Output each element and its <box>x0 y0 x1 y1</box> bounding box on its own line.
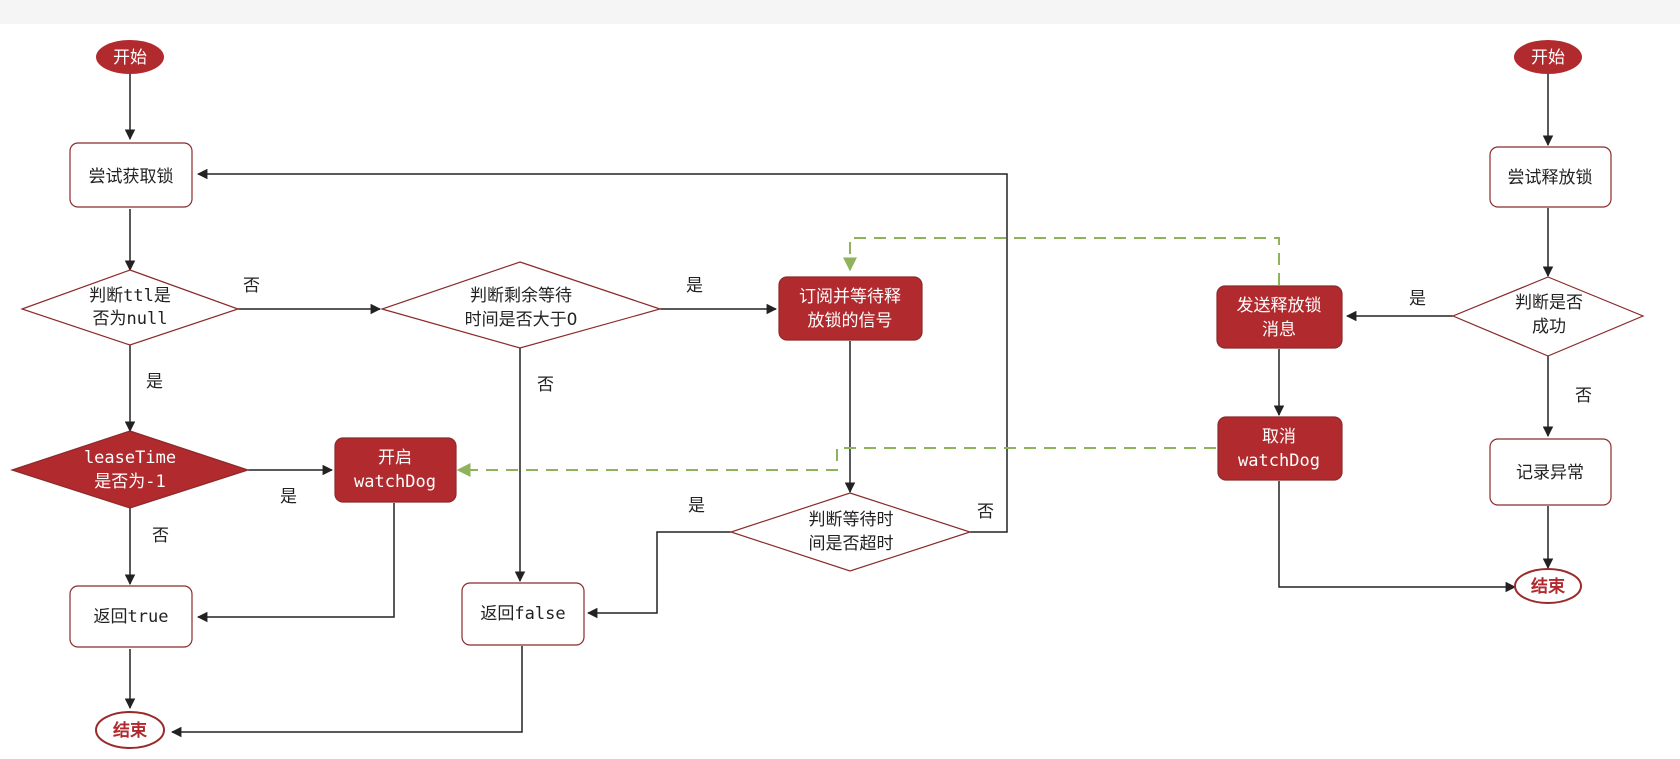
subscribe-line1: 订阅并等待释 <box>799 287 901 307</box>
send-release-line1: 发送释放锁 <box>1237 296 1322 316</box>
return-false-label: 返回false <box>480 604 565 624</box>
release-success-decision: 判断是否 成功 <box>1451 276 1645 357</box>
signal-release-to-subscribe <box>843 237 1280 285</box>
start-terminal-right: 开始 <box>1514 40 1582 74</box>
edge-label-success-no: 否 <box>1575 386 1592 406</box>
ttl-decision-line1: 判断ttl是 <box>89 286 171 306</box>
send-release-line2: 消息 <box>1262 320 1296 340</box>
start-label-right: 开始 <box>1531 48 1565 68</box>
return-false-box: 返回false <box>461 582 585 646</box>
success-decision-line1: 判断是否 <box>1515 293 1583 313</box>
remaining-decision-line2: 时间是否大于0 <box>465 310 578 330</box>
edge-r-cancel-to-end <box>1278 481 1517 593</box>
edge-label-timeout-yes: 是 <box>688 496 705 516</box>
lease-decision-line2: 是否为-1 <box>94 472 165 492</box>
cancel-watchdog-box: 取消 watchDog <box>1217 416 1343 481</box>
return-true-box: 返回true <box>69 585 193 648</box>
start-terminal-left: 开始 <box>96 40 164 74</box>
start-watchdog-line1: 开启 <box>378 448 412 468</box>
end-label-left: 结束 <box>113 720 147 741</box>
edge-timeout-no-loop <box>196 168 1008 533</box>
signal-cancel-to-watchdog <box>456 447 1216 477</box>
top-bar <box>0 0 1680 24</box>
remaining-decision-line1: 判断剩余等待 <box>470 286 572 306</box>
edge-label-remaining-yes: 是 <box>686 276 703 296</box>
edge-false-to-end <box>170 646 523 738</box>
edge-watchdog-to-true <box>196 503 395 623</box>
success-decision-line2: 成功 <box>1532 317 1566 337</box>
timeout-decision-line2: 间是否超时 <box>809 534 894 554</box>
end-label-right: 结束 <box>1531 576 1565 597</box>
lease-decision-line1: leaseTime <box>84 448 176 468</box>
send-release-message-box: 发送释放锁 消息 <box>1216 285 1343 349</box>
lease-time-decision: leaseTime 是否为-1 <box>10 430 250 509</box>
edge-label-success-yes: 是 <box>1409 289 1426 309</box>
start-watchdog-line2: watchDog <box>354 472 436 492</box>
try-acquire-lock-label: 尝试获取锁 <box>89 167 174 187</box>
record-exception-label: 记录异常 <box>1516 463 1584 483</box>
edge-label-ttl-yes: 是 <box>146 372 163 392</box>
edge-label-timeout-no: 否 <box>977 502 994 522</box>
return-true-label: 返回true <box>94 607 169 627</box>
edge-label-lease-yes: 是 <box>280 487 297 507</box>
subscribe-line2: 放锁的信号 <box>808 311 893 331</box>
edge-label-ttl-no: 否 <box>243 276 260 296</box>
try-release-lock-label: 尝试释放锁 <box>1508 168 1593 188</box>
remaining-wait-decision: 判断剩余等待 时间是否大于0 <box>379 261 663 349</box>
subscribe-wait-box: 订阅并等待释 放锁的信号 <box>778 276 923 341</box>
try-release-lock-box: 尝试释放锁 <box>1489 146 1612 208</box>
ttl-null-decision: 判断ttl是 否为null <box>20 269 240 346</box>
edge-label-lease-no: 否 <box>152 526 169 546</box>
ttl-decision-line2: 否为null <box>93 309 168 329</box>
cancel-watchdog-line1: 取消 <box>1262 427 1296 447</box>
timeout-decision-line1: 判断等待时 <box>809 510 894 530</box>
end-terminal-right: 结束 <box>1514 568 1582 604</box>
cancel-watchdog-line2: watchDog <box>1238 451 1320 471</box>
try-acquire-lock-box: 尝试获取锁 <box>69 142 193 208</box>
wait-timeout-decision: 判断等待时 间是否超时 <box>729 492 972 572</box>
edge-timeout-yes <box>586 531 731 619</box>
end-terminal-left: 结束 <box>95 711 165 749</box>
start-watchdog-box: 开启 watchDog <box>334 437 457 503</box>
start-label-left: 开始 <box>113 48 147 68</box>
record-exception-box: 记录异常 <box>1489 438 1612 506</box>
edge-label-remaining-no: 否 <box>537 375 554 395</box>
